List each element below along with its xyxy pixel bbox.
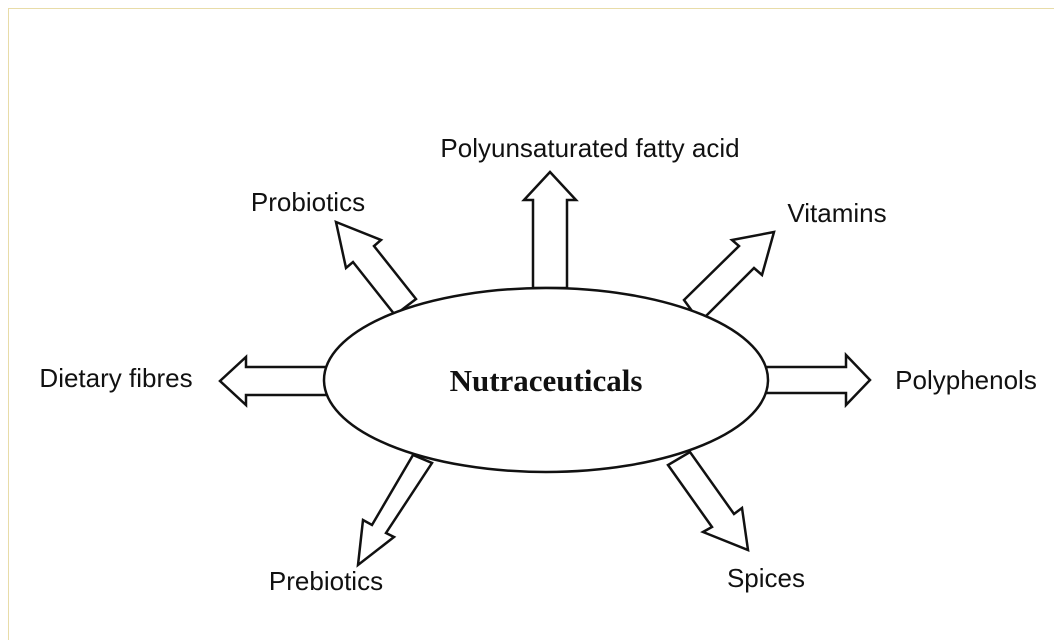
label-spices: Spices — [727, 563, 805, 593]
arrow-polyphenols — [760, 351, 872, 409]
arrow-probiotics — [334, 219, 418, 317]
arrows-group — [218, 170, 872, 568]
arrow-pufa — [521, 170, 579, 290]
hub-label: Nutraceuticals — [450, 363, 643, 398]
arrow-spices — [666, 450, 750, 552]
arrow-dietary-fibres — [218, 354, 330, 408]
label-pufa: Polyunsaturated fatty acid — [440, 133, 739, 163]
hub-ellipse — [322, 286, 770, 474]
label-polyphenols: Polyphenols — [895, 365, 1037, 395]
label-prebiotics: Prebiotics — [269, 566, 383, 596]
arrow-prebiotics — [356, 453, 434, 568]
label-probiotics: Probiotics — [251, 187, 365, 217]
label-dietary-fibres: Dietary fibres — [39, 363, 192, 393]
label-vitamins: Vitamins — [787, 198, 886, 228]
arrow-vitamins — [682, 230, 776, 324]
diagram-frame — [8, 8, 1054, 640]
